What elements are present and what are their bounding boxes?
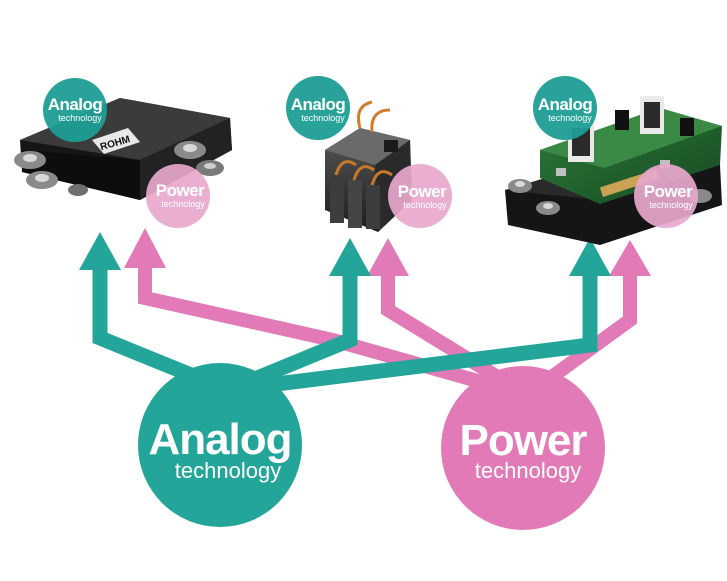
analog-hub-circle	[138, 363, 302, 527]
analog-to-product-3-line	[227, 262, 598, 398]
power-hub-title: Power	[459, 416, 587, 465]
product-1-analog-subtitle: technology	[58, 113, 102, 123]
product-2-analog-title: Analog	[291, 95, 346, 114]
power-hub-circle	[441, 366, 605, 530]
analog-hub-title: Analog	[148, 415, 291, 464]
analog-hub: Analog technology	[138, 363, 302, 527]
power-arrowhead-1	[124, 228, 166, 268]
analog-hub-node	[217, 383, 235, 401]
product-2-power-badge: Power technology	[388, 164, 452, 228]
product-1-power-badge: Power technology	[146, 164, 210, 228]
power-arrowhead-2	[367, 238, 409, 276]
product-1-power-subtitle: technology	[161, 199, 205, 209]
product-3-analog-badge: Analog technology	[533, 76, 597, 140]
power-hub: Power technology	[441, 366, 605, 530]
analog-to-product-2-line	[225, 262, 358, 397]
analog-arrowhead-3	[569, 238, 611, 276]
power-hub-subtitle: technology	[475, 458, 581, 483]
product-3-power-subtitle: technology	[649, 200, 693, 210]
product-1-analog-badge: Analog technology	[43, 78, 107, 142]
product-2-power-title: Power	[398, 182, 447, 201]
power-to-product-3-line	[522, 268, 637, 401]
product-3-analog-title: Analog	[538, 95, 593, 114]
product-3: Analog technology Power technology	[505, 76, 722, 245]
product-1-analog-title: Analog	[48, 95, 103, 114]
analog-hub-subtitle: technology	[175, 458, 281, 483]
product-2-power-subtitle: technology	[403, 200, 447, 210]
product-1: ROHM Analog technology Power technology	[14, 78, 232, 228]
analog-arrowhead-1	[79, 232, 121, 270]
analog-arrowhead-2	[329, 238, 371, 276]
product-3-analog-subtitle: technology	[548, 113, 592, 123]
product-2: Analog technology Power technology	[286, 76, 452, 232]
power-hub-node	[518, 386, 536, 404]
product-1-power-title: Power	[156, 181, 205, 200]
product-3-power-title: Power	[644, 182, 693, 201]
power-arrowhead-3	[609, 240, 651, 276]
product-2-analog-badge: Analog technology	[286, 76, 350, 140]
product-2-analog-subtitle: technology	[301, 113, 345, 123]
power-to-product-2-line	[381, 262, 531, 401]
product-3-power-badge: Power technology	[634, 164, 698, 228]
